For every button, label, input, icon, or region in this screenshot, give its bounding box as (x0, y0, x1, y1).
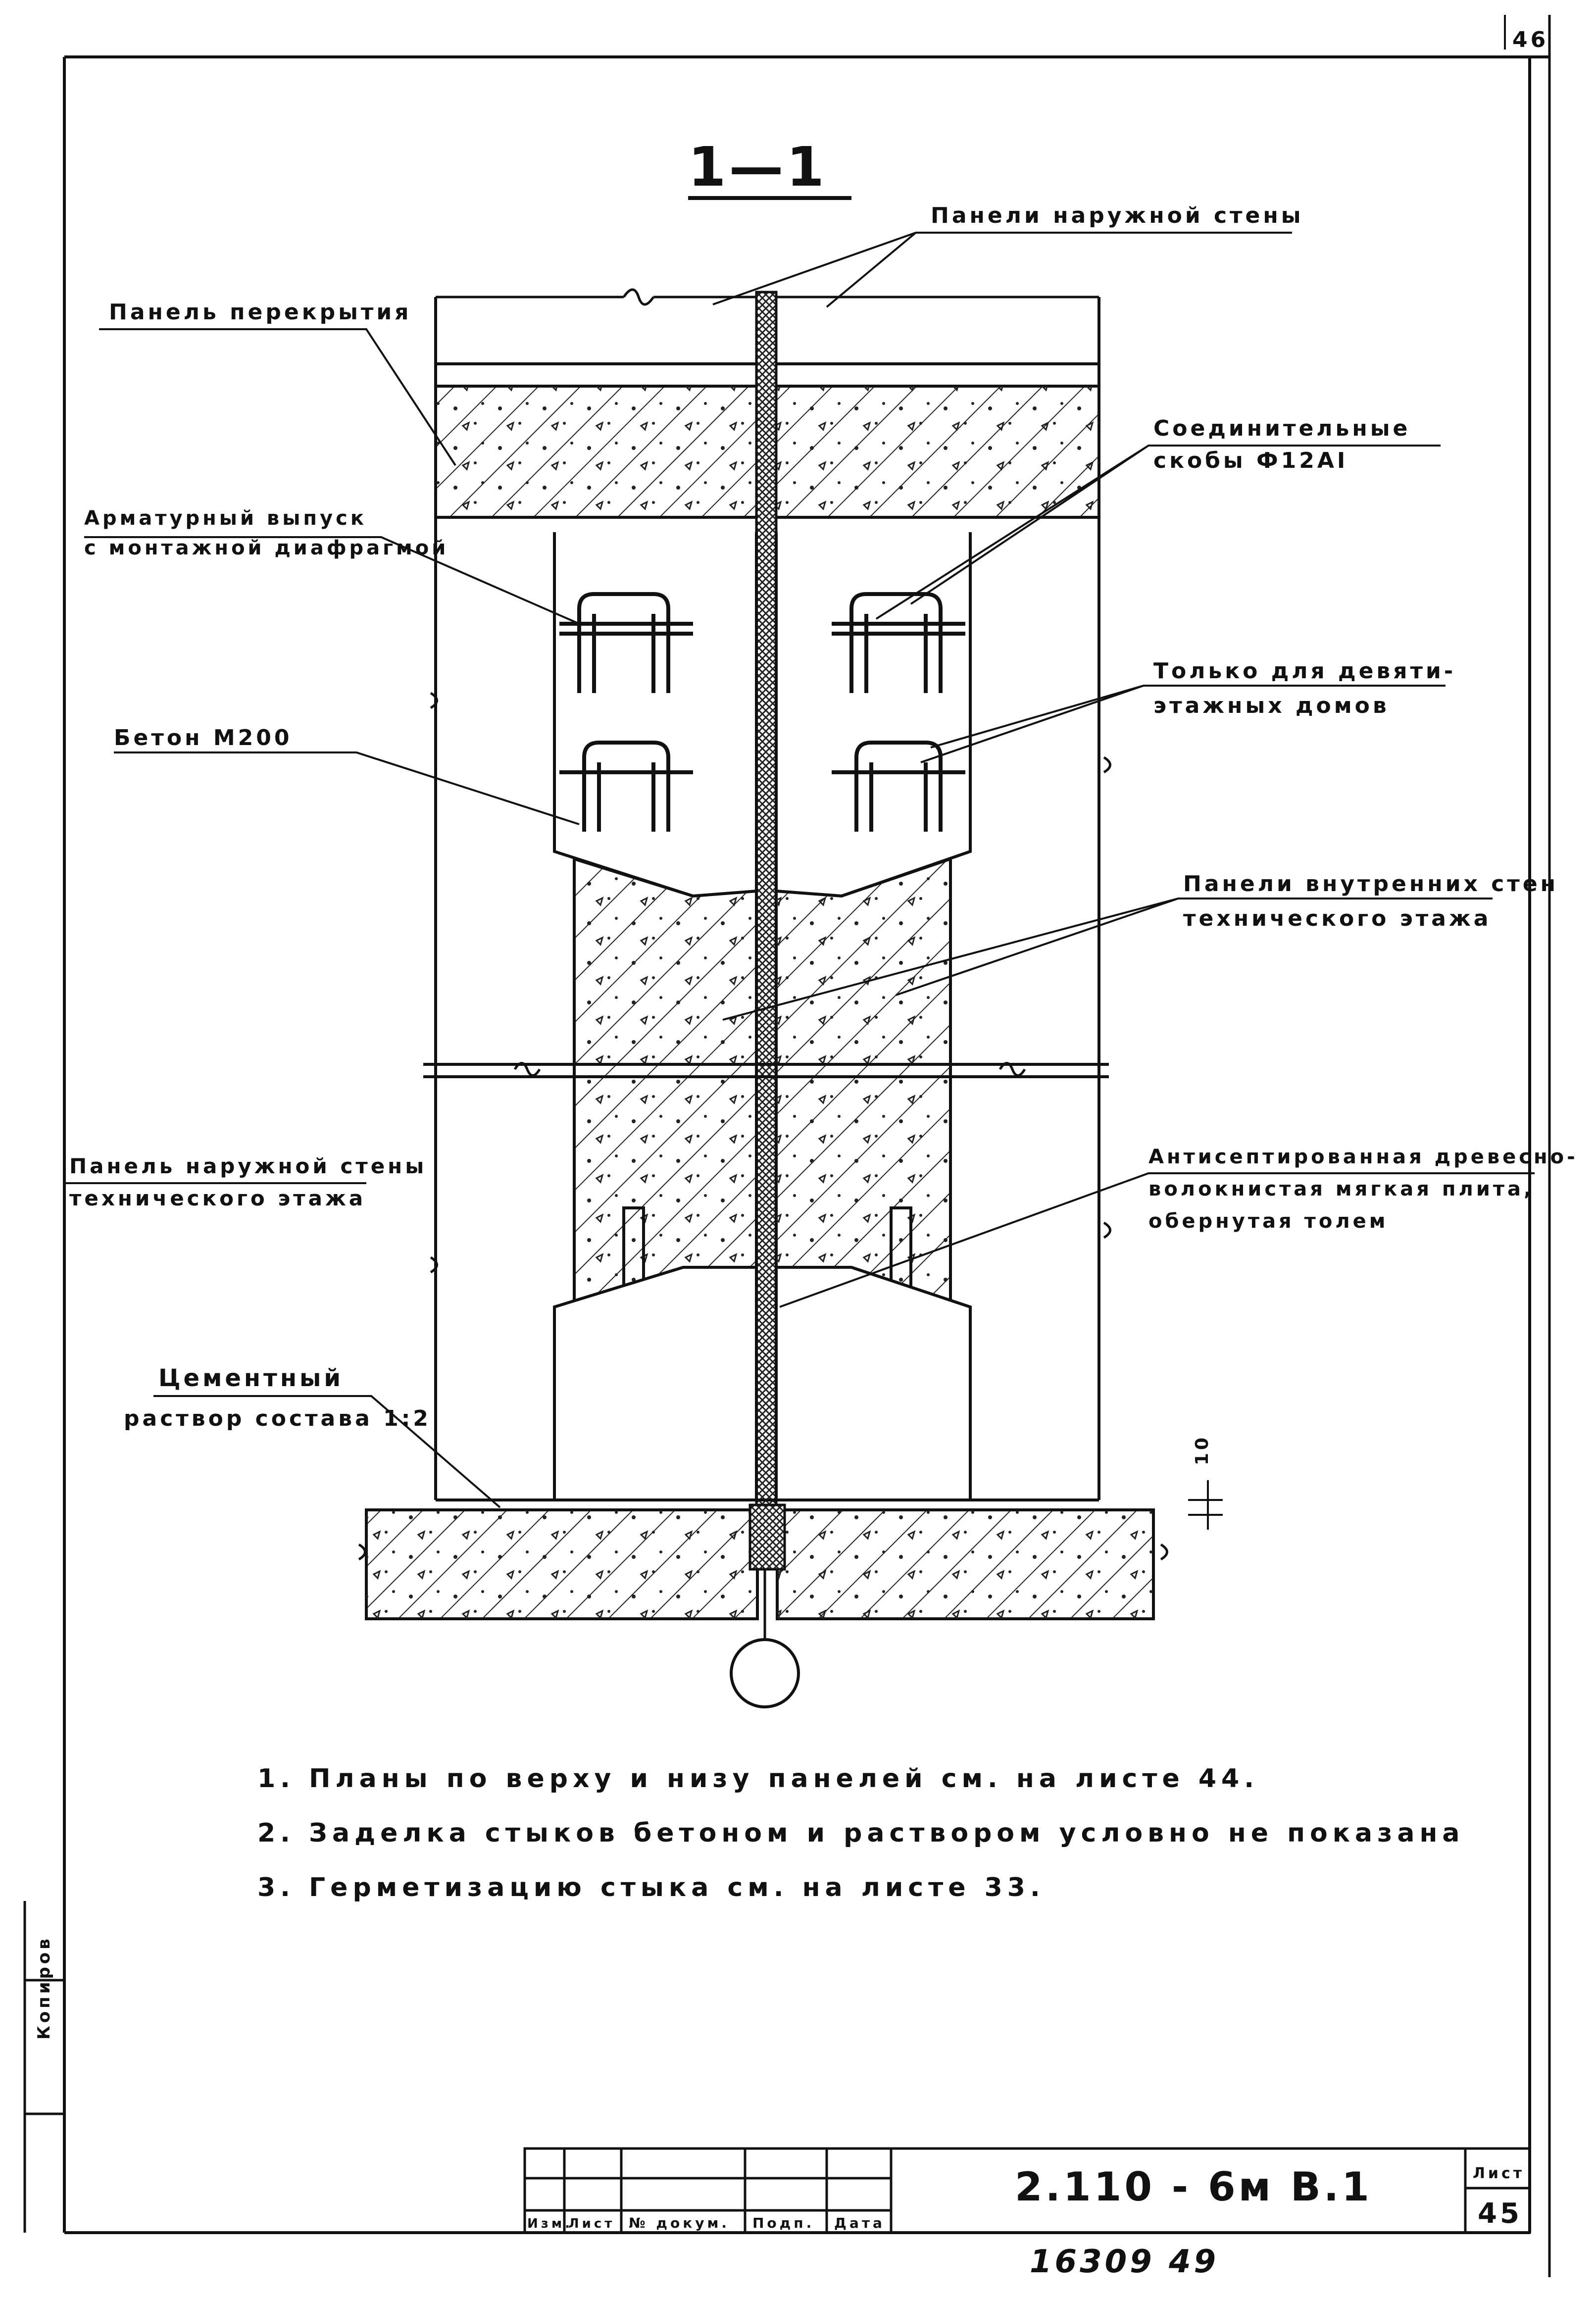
sheet-label: Лист (1473, 2165, 1525, 2182)
header-doc: № докум. (629, 2215, 730, 2231)
svg-text:Копиров: Копиров (34, 1936, 54, 2040)
label-fiberboard-3: обернутая толем (1148, 1210, 1388, 1233)
label-connecting-brackets-2: скобы Ф12АI (1153, 448, 1348, 473)
designation: 2.110 - 6м В.1 (1015, 2164, 1372, 2210)
floor-slab-bottom (358, 1480, 1223, 1708)
label-outer-wall-tech-1: Панель наружной стены (69, 1154, 427, 1178)
label-reinforcement-1: Арматурный выпуск (84, 507, 367, 530)
label-mortar-1: Цементный (158, 1364, 344, 1392)
label-floor-panel: Панель перекрытия (109, 300, 411, 325)
label-nine-storey-1: Только для девяти- (1153, 658, 1456, 684)
fiberboard-joint (755, 291, 778, 1506)
outer-wall-panels (430, 288, 1111, 1500)
label-nine-storey-2: этажных домов (1153, 693, 1390, 718)
leader-lines (64, 232, 1535, 1508)
note-3: 3. Герметизацию стыка см. на листе 33. (257, 1873, 1045, 1902)
header-sign: Подп. (752, 2215, 814, 2231)
label-inner-walls-2: технического этажа (1183, 906, 1491, 931)
annotation-labels: Панели наружной стены Панель перекрытия … (69, 203, 1578, 1431)
label-outer-wall-panels: Панели наружной стены (931, 203, 1304, 228)
header-date: Дата (834, 2215, 885, 2231)
svg-text:1—1: 1—1 (688, 135, 827, 199)
label-connecting-brackets-1: Соединительные (1153, 416, 1410, 441)
bracket-right-1 (832, 592, 965, 693)
label-fiberboard-2: волокнистая мягкая плита, (1148, 1178, 1534, 1200)
notes: 1. Планы по верху и низу панелей см. на … (257, 1764, 1464, 1902)
note-1: 1. Планы по верху и низу панелей см. на … (257, 1764, 1259, 1794)
corner-number: 46 (1512, 27, 1548, 52)
section-mark: 1—1 (688, 135, 851, 200)
label-concrete: Бетон М200 (114, 725, 292, 750)
note-2: 2. Заделка стыков бетоном и раствором ус… (257, 1818, 1464, 1848)
lower-concrete-block (553, 1206, 972, 1501)
title-block-text: Изм. Лист № докум. Подп. Дата 2.110 - 6м… (527, 2164, 1525, 2231)
dimension-label: 10 (1192, 1435, 1212, 1465)
floor-panel-top (434, 362, 1100, 519)
sheet-number: 45 (1478, 2198, 1522, 2230)
bottom-number: 16309 49 (1030, 2244, 1219, 2280)
label-inner-walls-1: Панели внутренних стен (1183, 871, 1558, 897)
label-reinforcement-2: с монтажной диафрагмой (84, 537, 449, 559)
label-mortar-2: раствор состава 1:2 (124, 1406, 431, 1431)
side-stamp: Копиров (23, 1901, 64, 2233)
label-fiberboard-1: Антисептированная древесно- (1148, 1146, 1578, 1168)
header-izm: Изм. (527, 2216, 573, 2231)
header-list: Лист (568, 2216, 615, 2231)
bracket-left-1 (559, 592, 693, 693)
label-outer-wall-tech-2: технического этажа (69, 1186, 366, 1210)
bracket-right-2 (832, 741, 965, 832)
bracket-left-2 (559, 741, 693, 832)
title-block (523, 2147, 1531, 2234)
